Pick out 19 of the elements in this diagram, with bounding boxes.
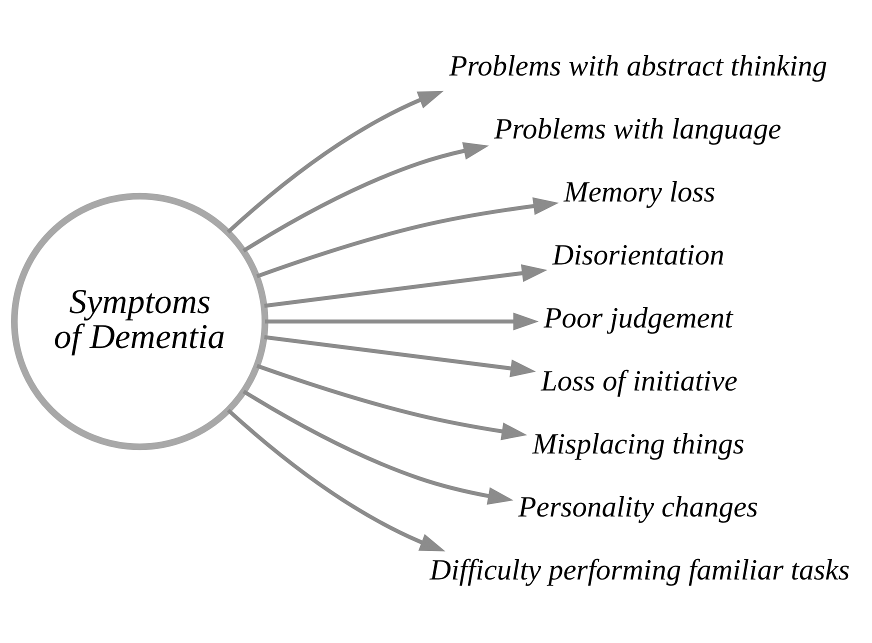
node-text: Difficulty performing familiar tasks	[429, 554, 850, 587]
arrow	[242, 142, 488, 253]
arrow	[226, 408, 445, 552]
node-circle: Symptoms of Dementia	[10, 192, 268, 450]
node-text: Problems with abstract thinking	[448, 50, 827, 83]
arrow	[242, 390, 513, 505]
arrow	[256, 364, 527, 440]
node-text: Memory loss	[563, 176, 715, 209]
node-text: Disorientation	[552, 240, 724, 272]
node-text: Problems with language	[494, 114, 781, 146]
arrow	[264, 312, 538, 330]
arrow	[264, 335, 536, 378]
node-text: Personality changes	[518, 492, 758, 524]
arrow	[264, 264, 547, 308]
arrow	[256, 197, 558, 278]
node-text: Loss of initiative	[540, 366, 737, 398]
arrow	[226, 90, 444, 234]
node-text: Misplacing things	[532, 428, 744, 461]
node-text: Poor judgement	[543, 302, 732, 335]
